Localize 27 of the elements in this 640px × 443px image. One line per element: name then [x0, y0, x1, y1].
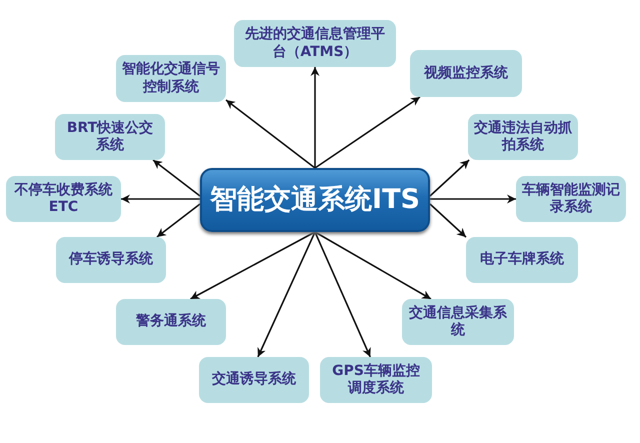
subsystem-box: 交通信息采集系统 [402, 299, 514, 345]
subsystem-box: 车辆智能监测记录系统 [516, 176, 626, 222]
arrow [190, 231, 316, 300]
subsystem-box: 警务通系统 [116, 299, 226, 345]
subsystem-box: 停车诱导系统 [56, 237, 166, 283]
arrow [314, 231, 432, 300]
subsystem-box: GPS车辆监控调度系统 [320, 357, 432, 403]
arrow [310, 67, 320, 168]
arrow [257, 232, 316, 358]
arrow [156, 203, 200, 238]
arrow [152, 159, 200, 197]
arrow [121, 194, 200, 204]
subsystem-box: 不停车收费系统ETC [6, 176, 121, 222]
arrow [429, 159, 470, 197]
subsystem-box: 电子车牌系统 [466, 237, 578, 283]
subsystem-box: 交通违法自动抓拍系统 [468, 114, 578, 160]
arrow [314, 96, 420, 169]
subsystem-box: 智能化交通信号控制系统 [116, 55, 226, 102]
central-system-box: 智能交通系统ITS [200, 168, 430, 232]
arrow [430, 194, 516, 204]
arrow [314, 232, 371, 358]
subsystem-box: BRT快速公交系统 [55, 114, 165, 160]
subsystem-box: 交通诱导系统 [199, 357, 309, 403]
arrow [226, 99, 316, 169]
subsystem-box: 视频监控系统 [410, 50, 522, 97]
subsystem-box: 先进的交通信息管理平台（ATMS） [234, 20, 396, 67]
arrow [429, 203, 467, 238]
